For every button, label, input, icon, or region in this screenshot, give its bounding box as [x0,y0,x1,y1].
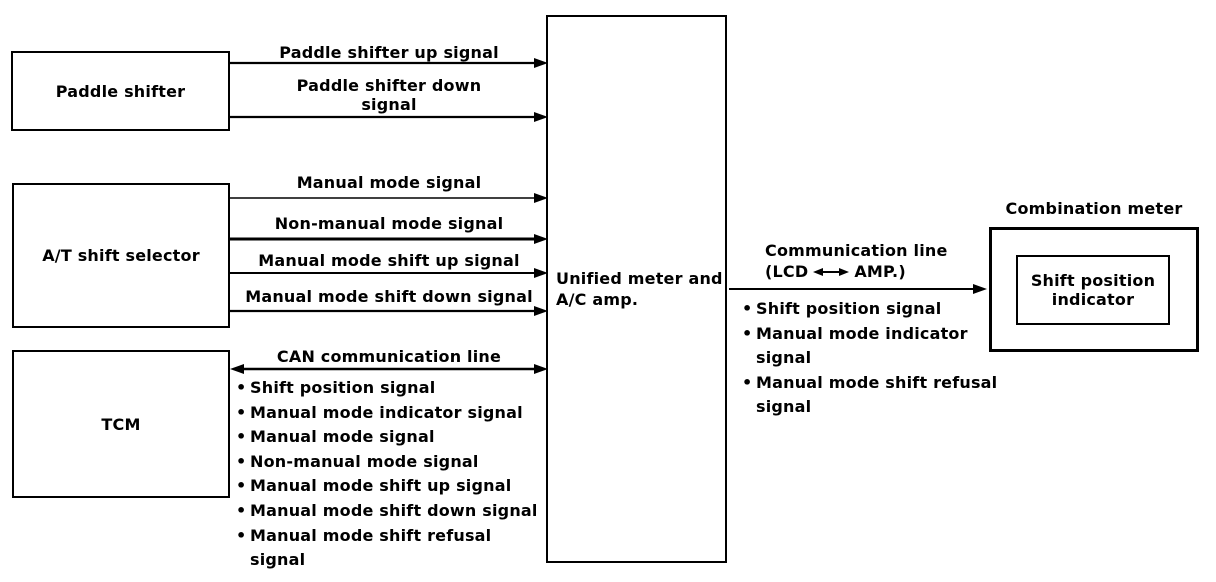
arrow-non-manual-mode [230,234,548,244]
tcm-label: TCM [101,414,141,434]
list-item: • Manual mode signal [236,425,556,450]
bullet-glyph: • [236,525,247,545]
arrow-manual-mode [230,193,548,203]
list-item: • Manual mode shift refusal signal [236,524,556,573]
list-item: • Shift position signal [236,376,556,401]
bullet-glyph: • [742,372,753,392]
paddle-down-signal-label: Paddle shifter down signal [296,76,482,114]
bullet-glyph: • [742,299,753,318]
signal-name: Manual mode shift down signal [250,500,538,520]
at-shift-selector-box: A/T shift selector [12,183,230,328]
arrow-manual-shift-down [230,306,548,316]
bullet-glyph: • [236,402,247,422]
paddle-shifter-box: Paddle shifter [11,51,230,131]
communication-line-label: Communication line (LCD AMP.) [765,240,948,282]
manual-mode-shift-up-signal-label: Manual mode shift up signal [258,251,520,270]
lcd-text: (LCD [765,262,809,281]
list-item: • Manual mode indicator signal [742,322,1022,371]
bullet-glyph: • [236,427,247,447]
list-item: • Manual mode shift down signal [236,499,556,524]
can-signal-list: • Shift position signal • Manual mode in… [236,376,556,573]
amp-text: AMP.) [854,262,906,281]
list-item: • Manual mode indicator signal [236,401,556,426]
non-manual-mode-signal-label: Non-manual mode signal [274,214,504,233]
signal-name: Non-manual mode signal [250,451,479,471]
signal-name: Manual mode signal [250,427,435,447]
list-item: • Manual mode shift up signal [236,474,556,499]
signal-name: Manual mode indicator signal [756,323,968,368]
list-item: • Shift position signal [742,297,1022,322]
signal-name: Manual mode shift up signal [250,476,512,496]
can-communication-line-label: CAN communication line [276,347,502,366]
communication-line-title: Communication line [765,241,948,260]
bullet-glyph: • [236,476,247,496]
manual-mode-shift-down-signal-label: Manual mode shift down signal [245,287,533,306]
list-item: • Non-manual mode signal [236,450,556,475]
unified-meter-ac-amp-box: Unified meter and A/C amp. [546,15,727,563]
unified-meter-ac-amp-label: Unified meter and A/C amp. [556,269,723,309]
list-item: • Manual mode shift refusal signal [742,371,1022,420]
signal-name: Manual mode indicator signal [250,402,523,422]
double-arrow-icon [813,267,850,276]
signal-name: Manual mode shift refusal signal [250,525,492,570]
signal-name: Manual mode shift refusal signal [756,372,998,417]
manual-mode-signal-label: Manual mode signal [296,173,482,192]
bullet-glyph: • [236,500,247,520]
bullet-glyph: • [742,323,753,343]
bullet-glyph: • [236,378,247,397]
paddle-up-signal-label: Paddle shifter up signal [279,43,499,62]
at-shift-selector-label: A/T shift selector [42,246,200,265]
tcm-box: TCM [12,350,230,498]
communication-signal-list: • Shift position signal • Manual mode in… [742,297,1022,420]
bullet-glyph: • [236,451,247,471]
paddle-shifter-label: Paddle shifter [55,81,186,101]
shift-position-indicator-box: Shift position indicator [1016,255,1170,325]
combination-meter-title: Combination meter [1005,199,1183,218]
signal-name: Shift position signal [250,378,436,397]
signal-name: Shift position signal [756,299,942,318]
arrow-communication-line [729,284,987,294]
shift-position-indicator-label: Shift position indicator [1030,271,1156,309]
